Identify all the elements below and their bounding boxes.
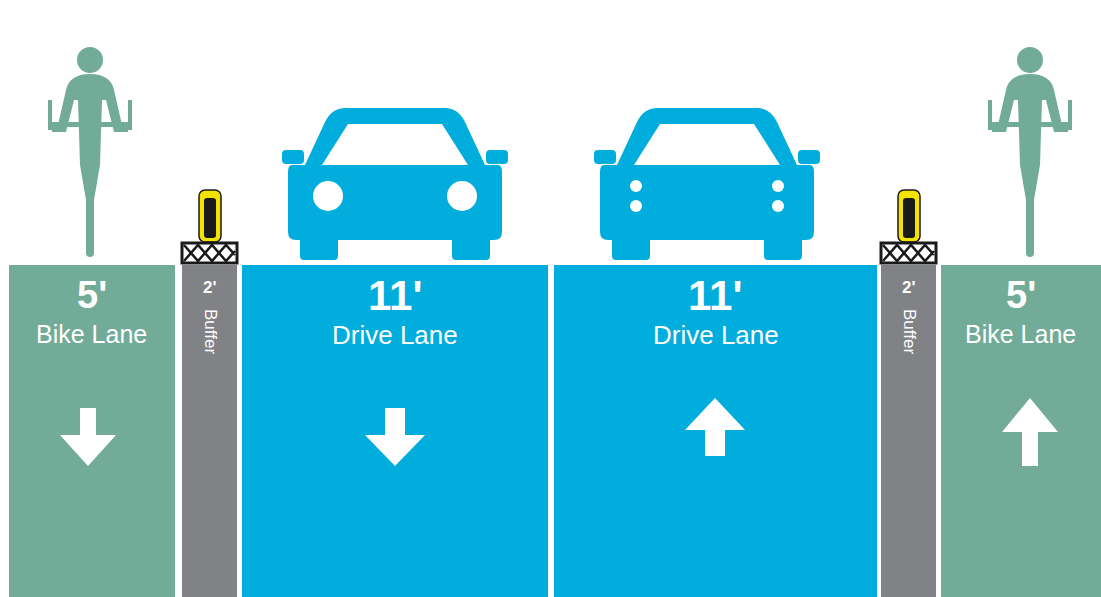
bike-lane-ground — [9, 265, 175, 597]
up-arrow — [685, 398, 745, 456]
buffer-ground — [182, 265, 237, 597]
cyclist-icon — [988, 47, 1072, 257]
drive-lane-ground — [554, 265, 877, 597]
bike-lane-ground — [941, 265, 1101, 597]
bollard-icon — [182, 190, 237, 263]
buffer-label: Buffer — [200, 309, 219, 354]
bike-lane-band: 5' Bike Lane — [941, 265, 1101, 597]
lane-label: Bike Lane — [36, 321, 147, 349]
width-label: 2' — [902, 279, 916, 298]
bike-lane-band: 5' Bike Lane — [9, 265, 175, 597]
lane-label: Bike Lane — [965, 321, 1076, 349]
down-arrow — [60, 408, 116, 466]
car-rear-icon — [594, 108, 820, 260]
bollard-icon — [881, 190, 936, 263]
lane-label: Drive Lane — [653, 321, 779, 350]
lane-grounds — [9, 265, 1101, 597]
drive-lane-ground — [242, 265, 548, 597]
width-label: 5' — [77, 275, 107, 317]
buffer-band: 2' Buffer — [182, 265, 237, 597]
cyclist-icon — [48, 47, 132, 257]
up-arrow — [1002, 398, 1058, 466]
width-label: 11' — [368, 273, 422, 319]
buffer-ground — [881, 265, 936, 597]
buffer-label: Buffer — [899, 309, 918, 354]
drive-lane-band: 11'Drive Lane — [242, 265, 548, 597]
width-label: 11' — [688, 273, 742, 319]
down-arrow — [365, 408, 425, 466]
width-label: 5' — [1006, 275, 1036, 317]
buffer-band: 2' Buffer — [881, 265, 936, 597]
lane-label: Drive Lane — [332, 321, 458, 350]
car-front-icon — [282, 108, 508, 260]
drive-lane-band: 11'Drive Lane — [554, 265, 877, 597]
direction-arrows — [60, 398, 1058, 466]
width-label: 2' — [203, 279, 217, 298]
